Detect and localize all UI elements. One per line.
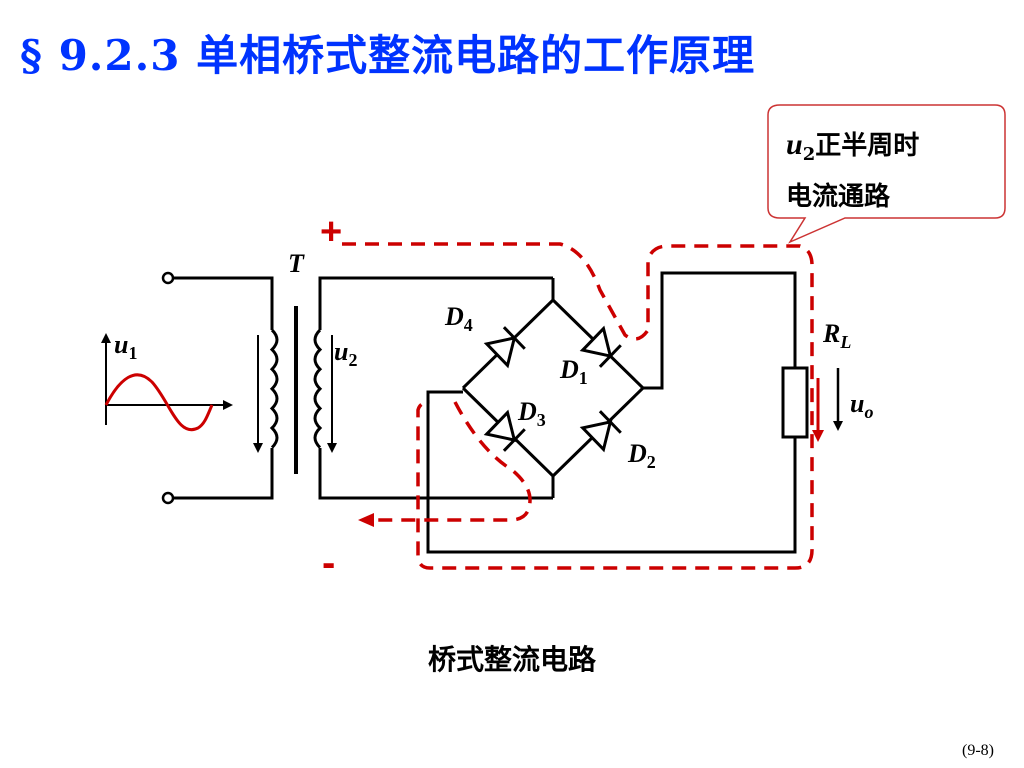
polarity-minus: - bbox=[322, 541, 335, 585]
input-terminal-bottom bbox=[161, 491, 175, 505]
diode-d4 bbox=[483, 326, 526, 369]
u2-label: u2 bbox=[334, 337, 357, 370]
secondary-coil bbox=[313, 328, 323, 449]
diode-d3 bbox=[483, 409, 526, 452]
d2-label: D2 bbox=[627, 439, 656, 472]
polarity-plus: + bbox=[320, 211, 342, 253]
callout-line-1: u2正半周时 bbox=[786, 128, 920, 166]
diode-d1 bbox=[579, 325, 622, 368]
uo-label: uo bbox=[850, 389, 873, 422]
load-resistor bbox=[781, 366, 809, 439]
d3-label: D3 bbox=[517, 397, 546, 430]
callout-text: u2正半周时 电流通路 bbox=[786, 124, 986, 218]
input-waveform bbox=[101, 333, 233, 432]
u1-label: u1 bbox=[114, 330, 137, 363]
callout-box bbox=[767, 104, 1006, 244]
transformer-label: T bbox=[288, 249, 305, 278]
primary-coil bbox=[269, 328, 279, 449]
current-path bbox=[342, 242, 814, 570]
diode-d2 bbox=[579, 410, 622, 453]
return-current-arrowhead bbox=[358, 513, 374, 527]
slide-number: (9-8) bbox=[962, 742, 994, 759]
d1-label: D1 bbox=[559, 355, 588, 388]
page-title: § 9.2.3 单相桥式整流电路的工作原理 bbox=[20, 31, 756, 80]
input-terminal-top bbox=[161, 271, 175, 285]
callout-line-2: 电流通路 bbox=[786, 182, 891, 213]
circuit-wires bbox=[173, 271, 797, 554]
rl-label: RL bbox=[822, 319, 851, 352]
diagram-caption: 桥式整流电路 bbox=[427, 643, 596, 676]
d4-label: D4 bbox=[444, 302, 473, 335]
